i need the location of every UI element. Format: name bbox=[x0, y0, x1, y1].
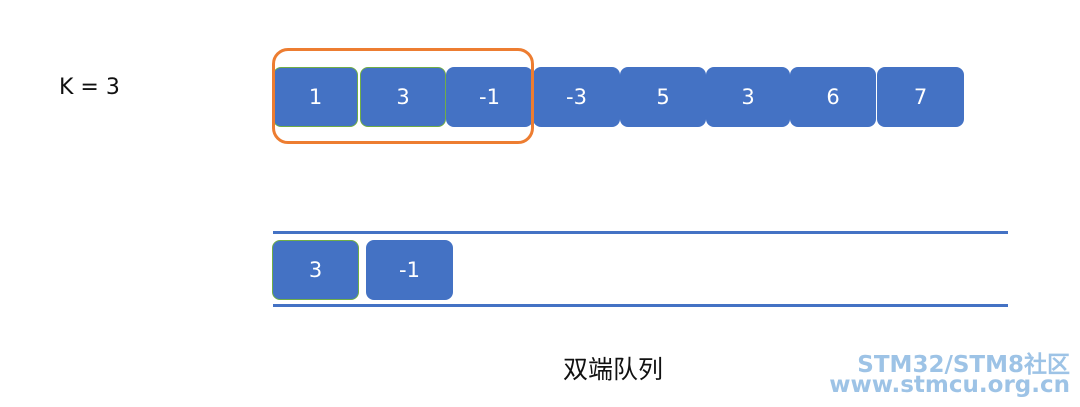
deque-cell: 3 bbox=[272, 240, 359, 300]
array-cell: 5 bbox=[620, 67, 706, 127]
deque-top-rail bbox=[273, 231, 1008, 234]
array-cell: -1 bbox=[446, 67, 533, 127]
sliding-window-outline bbox=[272, 48, 534, 144]
array-cell: 6 bbox=[790, 67, 876, 127]
array-cell: 1 bbox=[273, 67, 358, 127]
deque-caption: 双端队列 bbox=[563, 355, 664, 384]
deque-cell: -1 bbox=[366, 240, 453, 300]
watermark-line2: www.stmcu.org.cn bbox=[829, 372, 1070, 398]
array-cell: 3 bbox=[706, 67, 790, 127]
array-cell: 3 bbox=[360, 67, 446, 127]
watermark-line1: STM32/STM8社区 bbox=[857, 352, 1070, 378]
array-cell: 7 bbox=[877, 67, 964, 127]
deque-bottom-rail bbox=[273, 304, 1008, 307]
k-label: K = 3 bbox=[59, 75, 120, 100]
array-cell: -3 bbox=[533, 67, 620, 127]
